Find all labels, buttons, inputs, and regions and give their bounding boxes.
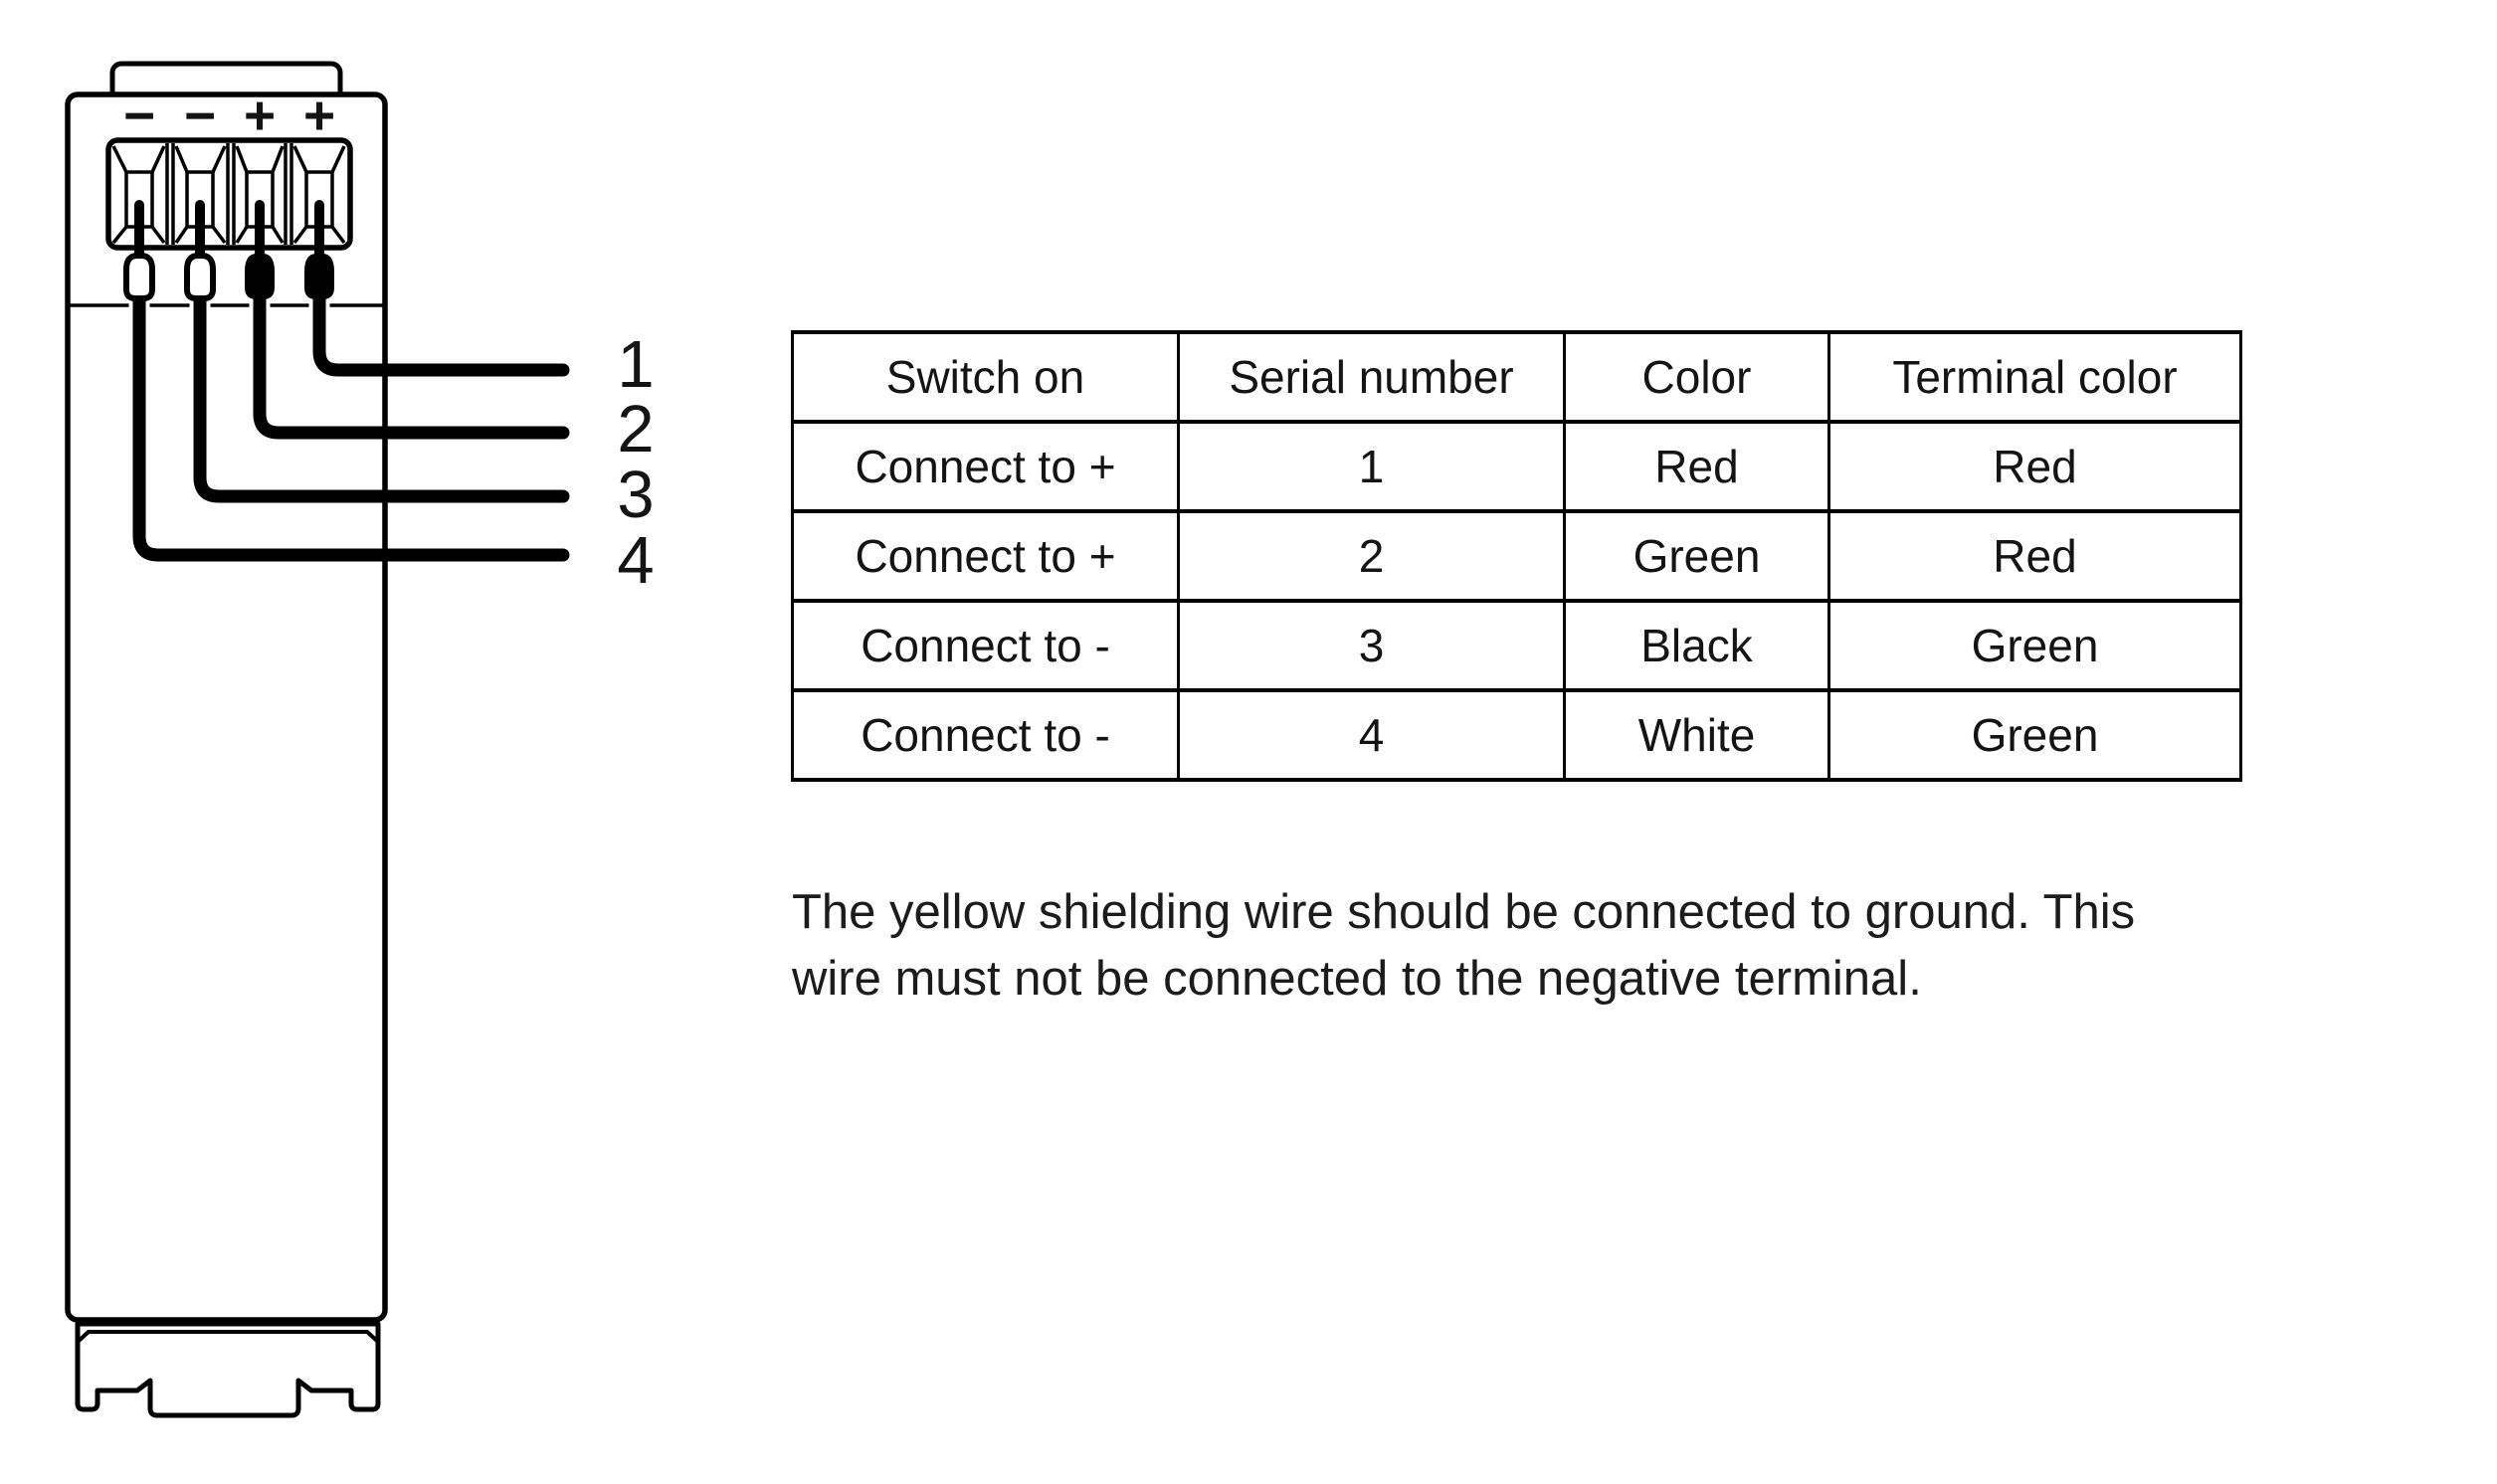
- table-cell: Red: [1827, 509, 2242, 603]
- wire-1: [312, 272, 570, 377]
- header-color: Color: [1563, 330, 1830, 424]
- table-cell: Connect to -: [791, 599, 1180, 692]
- table-cell: White: [1563, 688, 1830, 782]
- table-cell: Red: [1563, 420, 1830, 513]
- table-cell: Red: [1827, 420, 2242, 513]
- wire-2: [253, 272, 570, 440]
- table-cell: 4: [1177, 688, 1566, 782]
- mounting-bracket: [75, 1321, 381, 1418]
- wire-label-1: 1: [617, 327, 654, 402]
- table-row: Connect to - 4 White Green: [791, 688, 2242, 782]
- terminal-label-plus-4: +: [303, 85, 335, 146]
- table-cell: Green: [1827, 688, 2242, 782]
- table-cell: 2: [1177, 509, 1566, 603]
- wire-number-labels: 1 2 3 4: [617, 327, 654, 598]
- terminal-wire-stubs: [134, 200, 324, 266]
- wire-3: [193, 272, 570, 503]
- ferrule-black-3: [245, 254, 275, 299]
- table-cell: Green: [1563, 509, 1830, 603]
- terminal-label-minus-1: −: [123, 85, 155, 146]
- terminal-block: [105, 137, 353, 251]
- wire-label-3: 3: [617, 458, 654, 532]
- header-serial-number: Serial number: [1177, 330, 1566, 424]
- header-switch-on: Switch on: [791, 330, 1180, 424]
- ferrule-white-1: [123, 253, 155, 301]
- note-line-1: The yellow shielding wire should be conn…: [792, 885, 2136, 939]
- note-text: The yellow shielding wire should be conn…: [792, 879, 2135, 1013]
- device-body: [65, 92, 388, 1323]
- table-cell: Connect to -: [791, 688, 1180, 782]
- header-terminal-color: Terminal color: [1827, 330, 2242, 424]
- table-cell: Connect to +: [791, 420, 1180, 513]
- table-cell: Black: [1563, 599, 1830, 692]
- table-row: Connect to + 2 Green Red: [791, 509, 2242, 603]
- wire-4: [132, 272, 570, 562]
- terminal-label-plus-3: +: [244, 85, 276, 146]
- terminal-label-minus-2: −: [184, 85, 216, 146]
- terminal-cavity-4: [292, 145, 346, 245]
- table-cell: 1: [1177, 420, 1566, 513]
- note-line-2: wire must not be connected to the negati…: [792, 952, 1922, 1006]
- connection-table: Switch on Serial number Color Terminal c…: [791, 330, 2242, 782]
- table-row: Connect to + 1 Red Red: [791, 420, 2242, 513]
- table-cell: Connect to +: [791, 509, 1180, 603]
- ferrule-white-2: [184, 253, 216, 301]
- connection-table-container: Switch on Serial number Color Terminal c…: [791, 330, 2242, 782]
- table-row: Connect to - 3 Black Green: [791, 599, 2242, 692]
- table-cell: 3: [1177, 599, 1566, 692]
- device-diagram: − − + +: [65, 61, 655, 1418]
- table-cell: Green: [1827, 599, 2242, 692]
- ferrule-black-4: [304, 254, 334, 299]
- wire-label-4: 4: [617, 523, 654, 598]
- wire-label-2: 2: [617, 392, 654, 466]
- table-header-row: Switch on Serial number Color Terminal c…: [791, 330, 2242, 424]
- mounting-bracket-inner-line: [76, 1330, 380, 1344]
- terminal-polarity-labels: − − + +: [123, 85, 335, 146]
